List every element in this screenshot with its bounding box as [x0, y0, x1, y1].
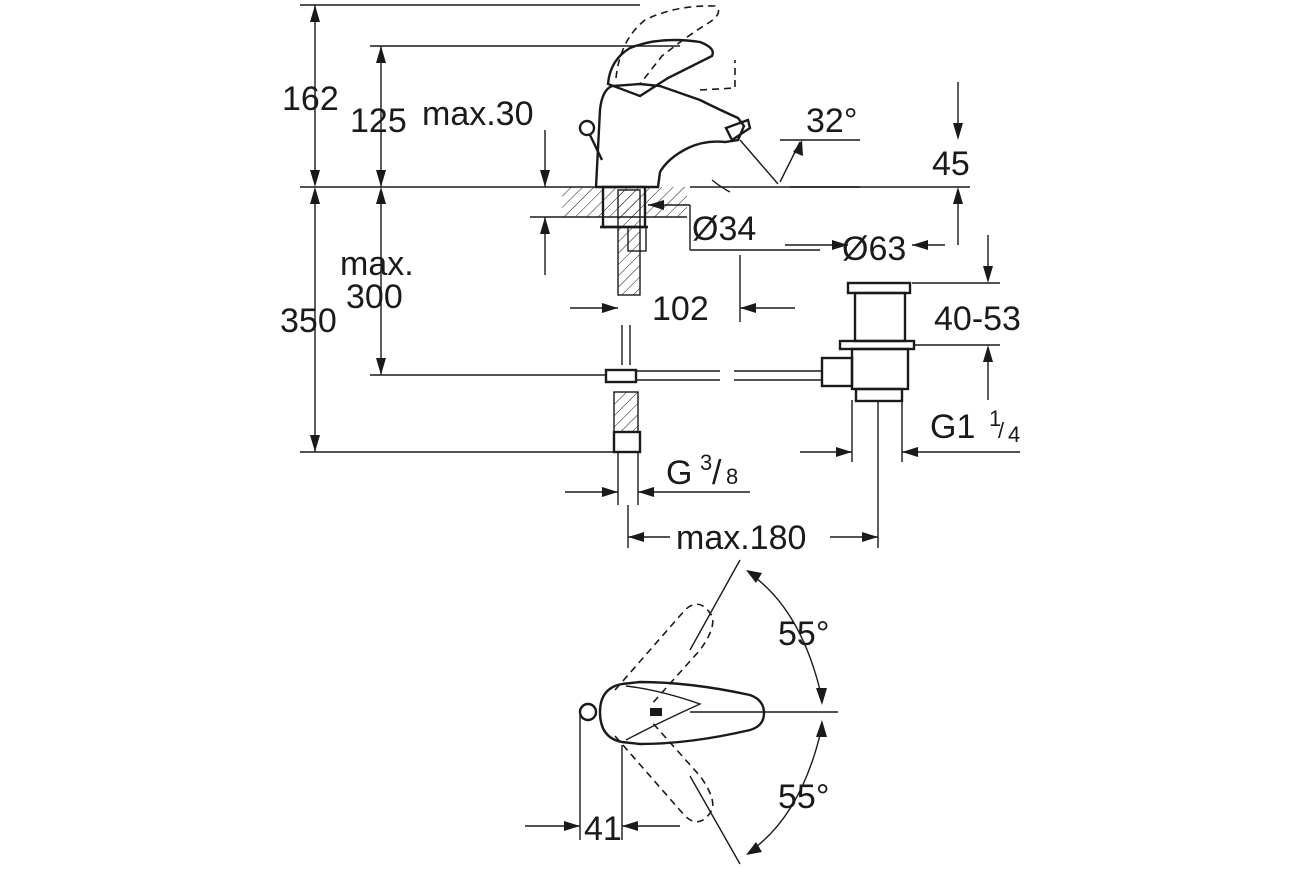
waste-thread-numerator: 1 [989, 406, 1001, 431]
popup-knob [578, 119, 596, 137]
waste-thread-prefix: G1 [930, 408, 975, 446]
label-waste-thread: G1 1 / 4 [930, 406, 1020, 447]
supply-thread-prefix: G [666, 454, 692, 492]
waste-thread-slash: / [998, 418, 1005, 443]
dimension-labels: 162 125 max.30 32° 45 Ø34 Ø63 max. 300 3… [280, 80, 1021, 848]
label-125: 125 [350, 102, 407, 140]
label-max-180: max.180 [676, 519, 806, 557]
faucet-body [594, 82, 746, 189]
label-102: 102 [652, 290, 709, 328]
label-300: 300 [346, 278, 403, 316]
label-41: 41 [584, 810, 622, 848]
popup-knob-top [578, 702, 598, 722]
label-55-degrees-top: 55° [778, 615, 829, 653]
supply-hose [617, 189, 641, 296]
supply-thread-slash: / [712, 454, 722, 492]
label-diameter-63: Ø63 [842, 230, 906, 268]
label-supply-thread: G 3 / 8 [666, 450, 738, 492]
label-350: 350 [280, 302, 337, 340]
label-max-line1: max. [340, 245, 414, 283]
faucet-side-view [300, 5, 860, 454]
faucet-top-view [525, 559, 838, 865]
popup-waste-valve [820, 281, 916, 403]
label-45: 45 [932, 145, 970, 183]
supply-thread-numerator: 3 [700, 450, 712, 475]
label-32-degrees: 32° [806, 102, 857, 140]
waste-thread-denominator: 4 [1008, 422, 1020, 447]
label-diameter-34: Ø34 [692, 210, 756, 248]
supply-thread-denominator: 8 [726, 464, 738, 489]
label-40-53: 40-53 [934, 300, 1021, 338]
label-max-30: max.30 [422, 95, 534, 133]
label-162: 162 [282, 80, 339, 118]
dimension-lines [300, 4, 1020, 548]
label-55-degrees-bottom: 55° [778, 778, 829, 816]
lever-open-position [615, 5, 720, 85]
